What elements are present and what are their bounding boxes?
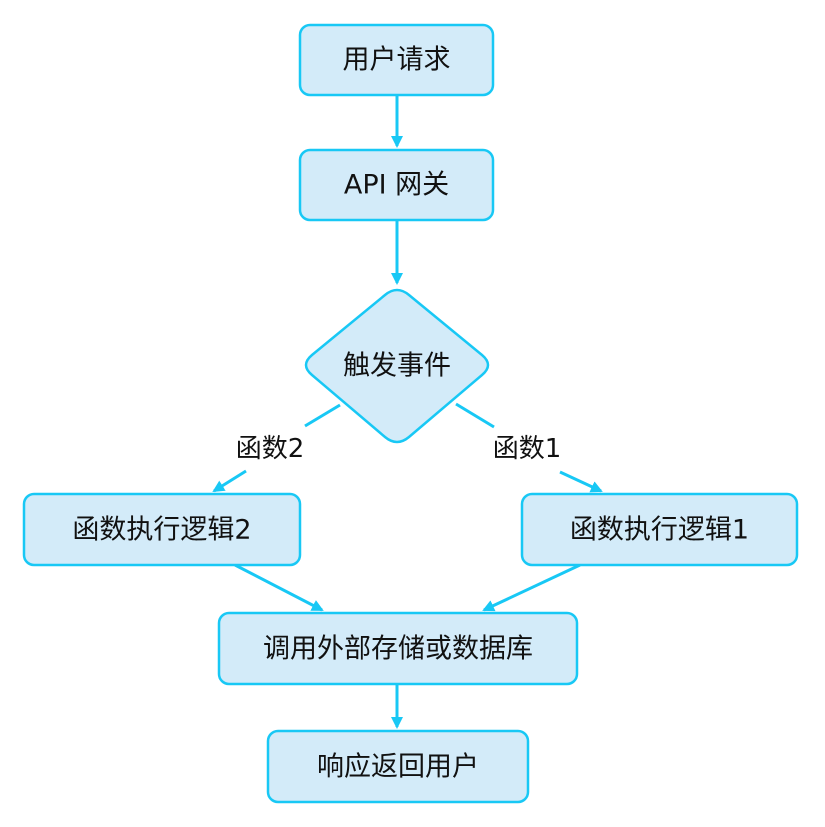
edge-function-logic-2-to-call-storage <box>234 563 324 612</box>
node-user-request-label: 用户请求 <box>343 45 451 76</box>
edge-trigger-event-to-function-logic-1-lower <box>559 470 603 493</box>
node-trigger-event-label: 触发事件 <box>343 351 451 382</box>
node-call-storage-box <box>217 611 579 686</box>
edge-label-function-1: 函数1 <box>493 434 562 464</box>
node-user-request[interactable]: 用户请求 <box>298 23 495 97</box>
node-function-logic-1-box <box>520 492 799 567</box>
edges <box>212 95 603 729</box>
edge-function-logic-1-to-call-storage <box>482 563 581 612</box>
node-function-logic-2-box <box>22 492 302 567</box>
node-response-user-box <box>266 729 530 804</box>
node-response-user[interactable]: 响应返回用户 <box>266 729 530 804</box>
node-call-storage-label: 调用外部存储或数据库 <box>263 634 533 665</box>
edge-label-function-2: 函数2 <box>236 434 305 464</box>
node-response-user-label: 响应返回用户 <box>317 752 479 783</box>
node-user-request-box <box>298 23 495 97</box>
edge-trigger-event-to-function-logic-2-upper <box>304 403 341 428</box>
node-function-logic-2-label: 函数执行逻辑2 <box>72 515 251 546</box>
node-call-storage[interactable]: 调用外部存储或数据库 <box>217 611 579 686</box>
node-api-gateway-box <box>298 148 495 222</box>
node-api-gateway[interactable]: API 网关 <box>298 148 495 222</box>
node-trigger-event-diamond <box>304 288 490 444</box>
edge-trigger-event-to-function-logic-1-upper <box>455 402 495 429</box>
node-function-logic-2[interactable]: 函数执行逻辑2 <box>22 492 302 567</box>
node-function-logic-1[interactable]: 函数执行逻辑1 <box>520 492 799 567</box>
node-api-gateway-label: API 网关 <box>344 170 449 201</box>
edge-trigger-event-to-function-logic-2-lower <box>212 469 247 493</box>
node-function-logic-1-label: 函数执行逻辑1 <box>570 515 749 546</box>
node-trigger-event[interactable]: 触发事件 <box>304 288 490 444</box>
